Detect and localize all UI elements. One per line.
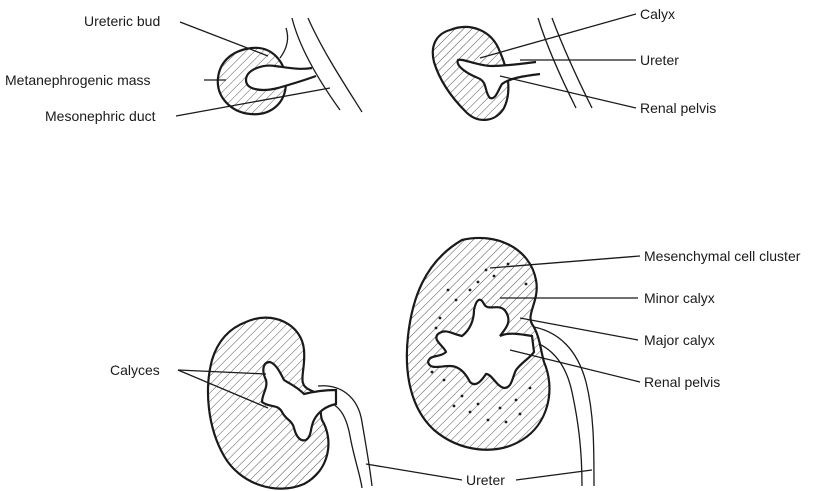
label-major-calyx: Major calyx — [644, 332, 715, 348]
mesonephric-duct-outline-outer — [308, 18, 362, 112]
label-renal-pelvis-top: Renal pelvis — [640, 100, 716, 116]
leader-ureter-bottom-left — [366, 464, 462, 480]
ureteric-bud — [246, 66, 316, 90]
leader-ureter-bottom-right — [516, 470, 592, 480]
label-minor-calyx: Minor calyx — [644, 290, 715, 306]
leader-renal-pelvis-top — [500, 76, 636, 108]
stage-3-calyces — [208, 318, 372, 489]
labels: Ureteric bud Metanephrogenic mass Mesone… — [5, 6, 801, 488]
label-mesonephric-duct: Mesonephric duct — [45, 108, 156, 124]
label-calyces: Calyces — [110, 362, 160, 378]
label-ureter-bottom: Ureter — [466, 472, 505, 488]
stage-4-mature-kidney — [407, 238, 594, 486]
stage-1-ureteric-bud — [218, 18, 362, 114]
ureteric-bud-stem — [280, 28, 288, 58]
label-metanephrogenic-mass: Metanephrogenic mass — [5, 72, 151, 88]
label-ureteric-bud: Ureteric bud — [84, 13, 160, 29]
label-mesenchymal-cell-cluster: Mesenchymal cell cluster — [644, 248, 801, 264]
leader-calyx — [480, 14, 636, 58]
leader-ureteric-bud — [180, 22, 268, 56]
label-ureter-top: Ureter — [640, 52, 679, 68]
label-calyx: Calyx — [640, 6, 675, 22]
label-renal-pelvis-bottom: Renal pelvis — [644, 374, 720, 390]
